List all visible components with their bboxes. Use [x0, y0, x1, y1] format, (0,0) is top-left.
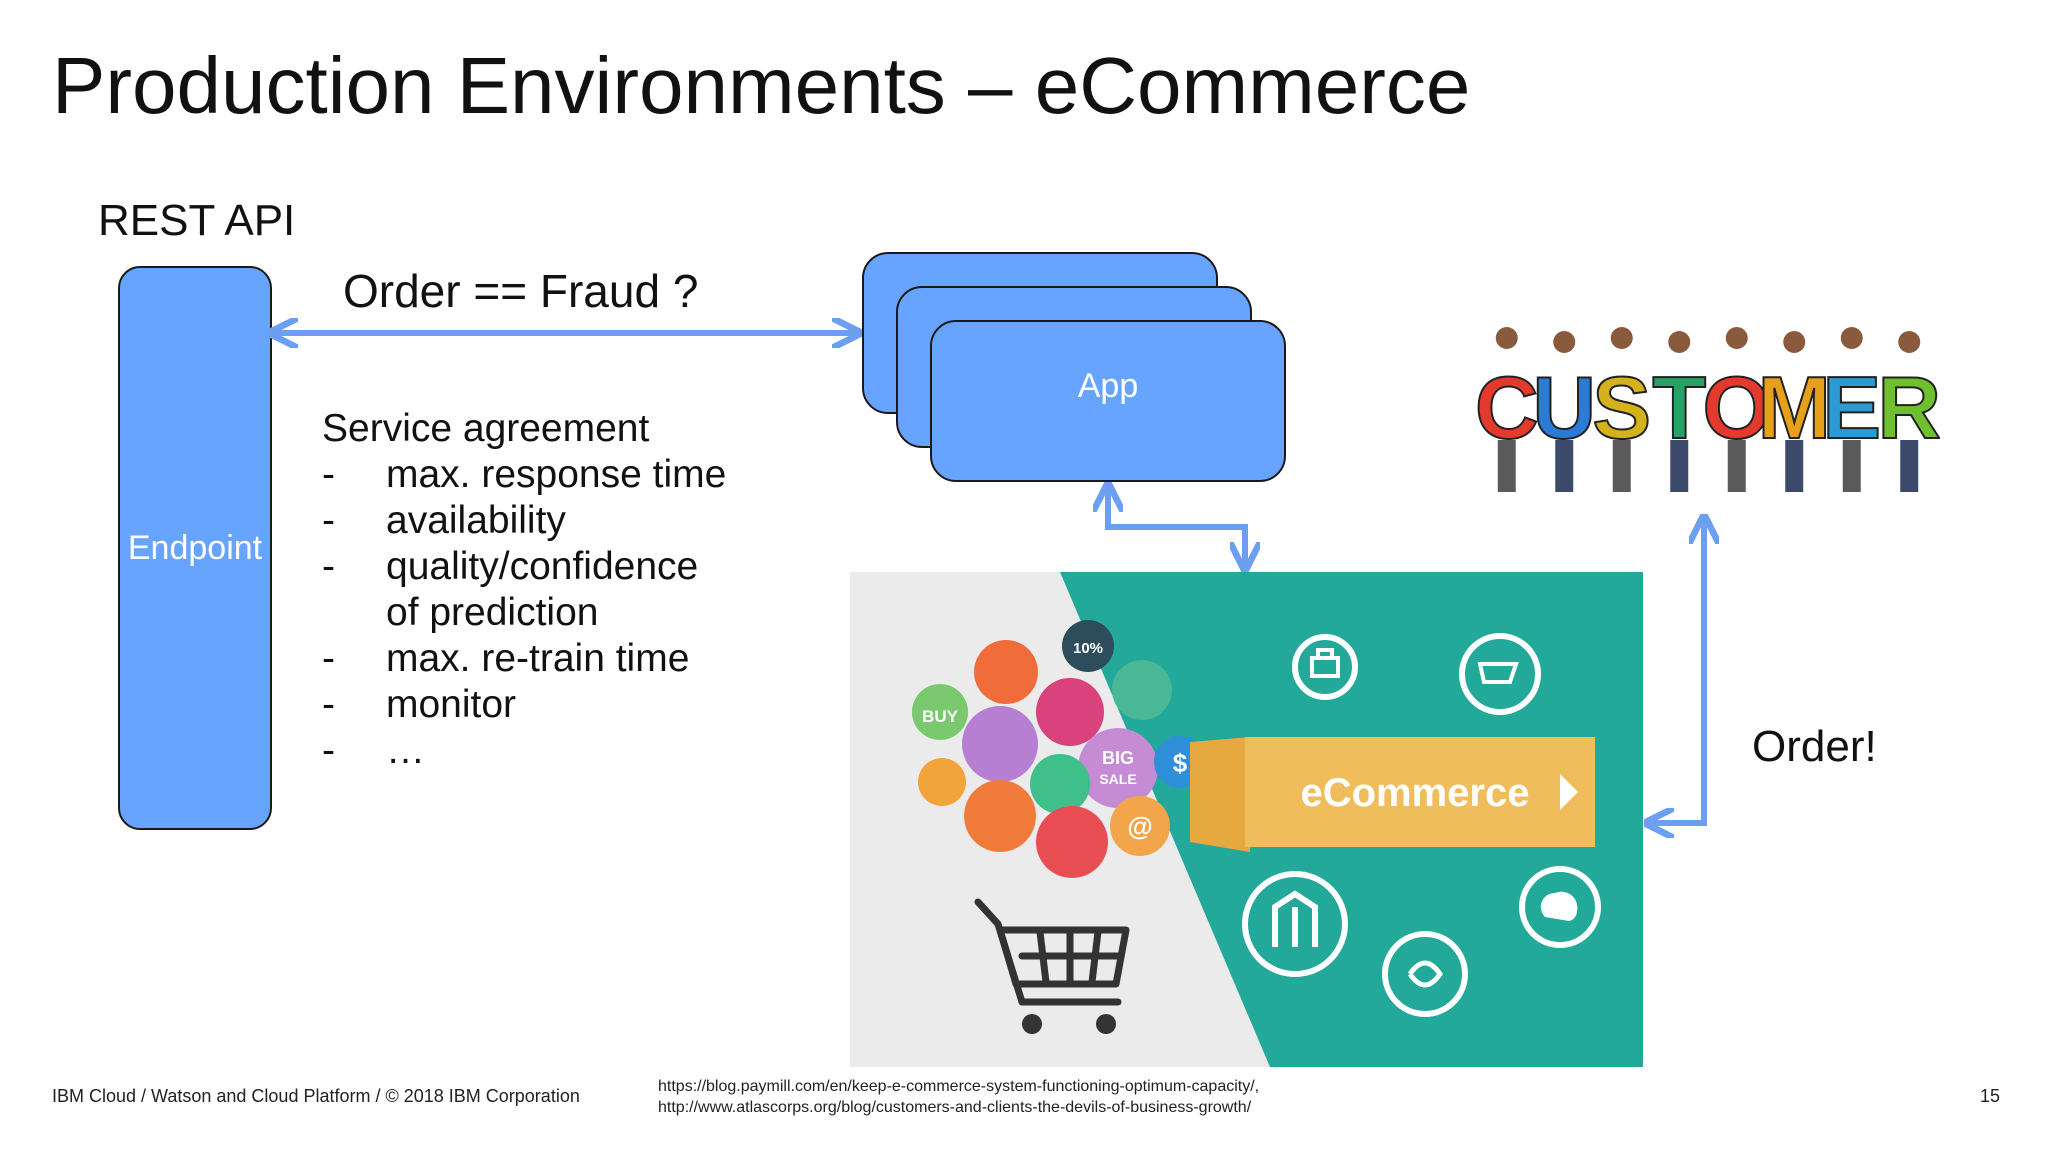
customer-letter: T [1652, 358, 1706, 457]
customer-letter: M [1758, 358, 1831, 457]
customer-letter: E [1822, 358, 1881, 457]
endpoint-box: Endpoint [118, 266, 272, 830]
person-legs [1555, 440, 1574, 492]
service-item-text: monitor [386, 683, 517, 726]
person-head [1840, 327, 1863, 349]
person-head [1898, 331, 1921, 353]
order-label: Order! [1752, 722, 1877, 771]
person-legs [1497, 440, 1516, 492]
store-icon [1292, 634, 1358, 700]
source-link: https://blog.paymill.com/en/keep-e-comme… [658, 1078, 1260, 1095]
service-item-text: … [386, 729, 425, 772]
ecommerce-illustration: BUY BIG SALE 10% $ @ eCommerce [850, 572, 1643, 1067]
service-item: -… [322, 728, 726, 774]
at-icon: @ [1127, 811, 1152, 841]
service-item: of prediction [322, 590, 726, 636]
person-legs [1727, 440, 1746, 492]
dollar-icon: $ [1173, 748, 1188, 778]
service-item-text: availability [386, 499, 566, 542]
cart-badge-icon [1459, 633, 1541, 715]
service-item: - max. re-train time [322, 636, 726, 682]
customer-order-arrow [1650, 520, 1704, 823]
person-legs [1842, 440, 1861, 492]
shopping-cart-icon [974, 898, 1130, 1006]
bullet-dash: - [322, 499, 335, 542]
bullet-dash: - [322, 545, 335, 588]
sale-tag: SALE [1099, 771, 1136, 787]
source-link: http://www.atlascorps.org/blog/customers… [658, 1099, 1252, 1116]
customer-letter: R [1877, 358, 1940, 457]
person-head [1725, 327, 1748, 349]
footer-copyright: IBM Cloud / Watson and Cloud Platform / … [52, 1086, 580, 1106]
service-item-text: of prediction [386, 591, 599, 634]
service-item-text: quality/confidence [386, 545, 699, 588]
ecommerce-banner-label: eCommerce [1300, 771, 1529, 815]
swirl-icon [1382, 931, 1468, 1017]
customer-letter: U [1532, 358, 1596, 457]
app-label: App [1077, 366, 1139, 405]
bullet-dash: - [322, 683, 335, 726]
service-item: - monitor [322, 682, 726, 728]
person-legs [1785, 440, 1804, 492]
customer-letter: O [1703, 358, 1771, 457]
marketing-bubbles [912, 620, 1206, 878]
rest-api-label: REST API [98, 196, 296, 245]
fraud-question: Order == Fraud ? [343, 265, 699, 317]
person-head [1610, 327, 1633, 349]
app-ecommerce-arrow [1108, 488, 1245, 566]
service-heading: Service agreement [322, 407, 650, 450]
person-head [1495, 327, 1518, 349]
service-item: - availability [322, 498, 726, 544]
service-item-text: max. re-train time [386, 637, 690, 680]
big-tag: BIG [1102, 748, 1134, 768]
magento-icon [1242, 871, 1348, 977]
person-legs [1670, 440, 1689, 492]
person-head [1553, 331, 1576, 353]
service-agreement: Service agreement - max. response time - a… [322, 406, 726, 774]
service-item-text: max. response time [386, 453, 727, 496]
person-head [1783, 331, 1806, 353]
endpoint-label: Endpoint [127, 528, 263, 567]
customer-letter: C [1475, 358, 1539, 457]
person-head [1668, 331, 1691, 353]
person-legs [1900, 440, 1919, 492]
slide-title: Production Environments – eCommerce [52, 41, 1471, 130]
person-legs [1612, 440, 1631, 492]
buy-tag: BUY [922, 707, 959, 726]
discount-tag: 10% [1073, 640, 1103, 657]
customer-letter: S [1592, 358, 1651, 457]
service-item: - quality/confidence [322, 544, 726, 590]
cloud-icon [1519, 866, 1601, 948]
bullet-dash: - [322, 637, 335, 680]
service-item: - max. response time [322, 452, 726, 498]
page-number: 15 [1980, 1086, 2001, 1106]
bullet-dash: - [322, 729, 335, 772]
bullet-dash: - [322, 453, 335, 496]
ecommerce-banner [1245, 737, 1595, 847]
footer-sources: https://blog.paymill.com/en/keep-e-comme… [658, 1076, 1259, 1118]
app-instance-front: App [930, 320, 1286, 482]
